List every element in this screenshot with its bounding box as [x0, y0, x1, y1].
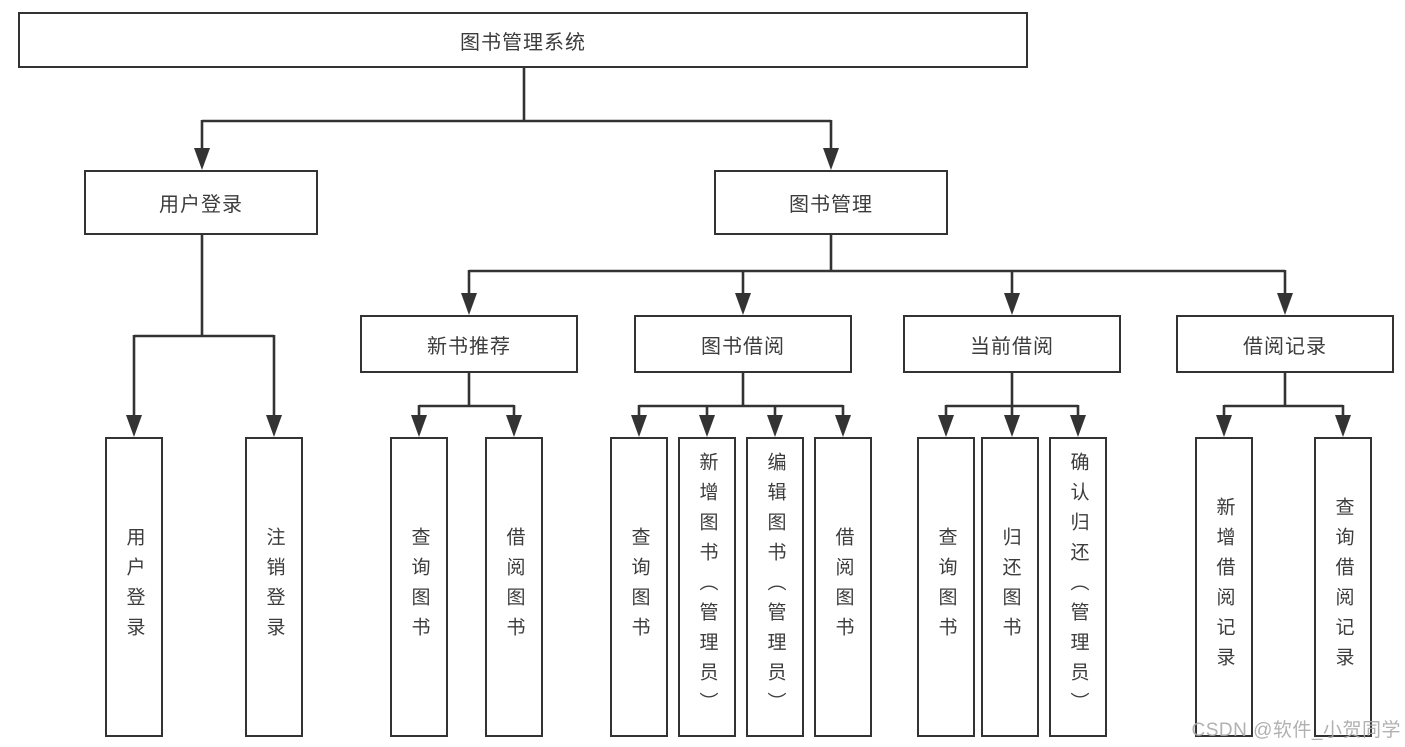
node-leaf-current-confirm-return: 确认归还（管理员）	[1049, 437, 1107, 737]
node-borrow-records: 借阅记录	[1176, 315, 1394, 373]
node-leaf-borrow-borrow-books: 借阅图书	[814, 437, 872, 737]
node-book-management-label: 图书管理	[789, 194, 873, 216]
leaf-label: 新增图书（管理员）	[696, 452, 718, 722]
leaf-label: 确认归还（管理员）	[1067, 452, 1089, 722]
node-leaf-logout: 注销登录	[245, 437, 303, 737]
leaf-label: 查询图书	[408, 527, 430, 647]
node-leaf-current-return-books: 归还图书	[981, 437, 1039, 737]
arrowheads	[126, 148, 1351, 437]
node-leaf-records-add-record: 新增借阅记录	[1195, 437, 1253, 737]
node-leaf-borrow-add-books: 新增图书（管理员）	[678, 437, 736, 737]
node-user-login-branch-label: 用户登录	[159, 194, 243, 216]
node-leaf-recommend-query-books: 查询图书	[390, 437, 448, 737]
node-root: 图书管理系统	[18, 12, 1028, 68]
node-root-label: 图书管理系统	[460, 31, 586, 54]
node-new-book-recommend-label: 新书推荐	[427, 335, 511, 358]
node-book-management: 图书管理	[714, 170, 948, 235]
node-leaf-recommend-borrow-books: 借阅图书	[485, 437, 543, 737]
node-current-borrow-label: 当前借阅	[970, 335, 1054, 358]
leaf-label: 用户登录	[123, 527, 145, 647]
leaf-label: 归还图书	[999, 527, 1021, 647]
leaf-label: 注销登录	[263, 527, 285, 647]
leaf-label: 借阅图书	[503, 527, 525, 647]
node-leaf-borrow-edit-books: 编辑图书（管理员）	[746, 437, 804, 737]
leaf-label: 查询图书	[628, 527, 650, 647]
leaf-label: 新增借阅记录	[1213, 497, 1235, 677]
node-book-borrow-label: 图书借阅	[701, 335, 785, 358]
watermark: CSDN @软件_小贺同学	[1191, 720, 1401, 741]
node-user-login-branch: 用户登录	[84, 170, 318, 235]
node-borrow-records-label: 借阅记录	[1243, 335, 1327, 358]
leaf-label: 查询借阅记录	[1332, 497, 1354, 677]
node-book-borrow: 图书借阅	[634, 315, 852, 373]
node-leaf-borrow-query-books: 查询图书	[610, 437, 668, 737]
leaf-label: 借阅图书	[832, 527, 854, 647]
node-leaf-user-login: 用户登录	[105, 437, 163, 737]
leaf-label: 查询图书	[935, 527, 957, 647]
node-leaf-current-query-books: 查询图书	[917, 437, 975, 737]
node-new-book-recommend: 新书推荐	[360, 315, 578, 373]
node-leaf-records-query-record: 查询借阅记录	[1314, 437, 1372, 737]
node-current-borrow: 当前借阅	[903, 315, 1121, 373]
leaf-label: 编辑图书（管理员）	[764, 452, 786, 722]
